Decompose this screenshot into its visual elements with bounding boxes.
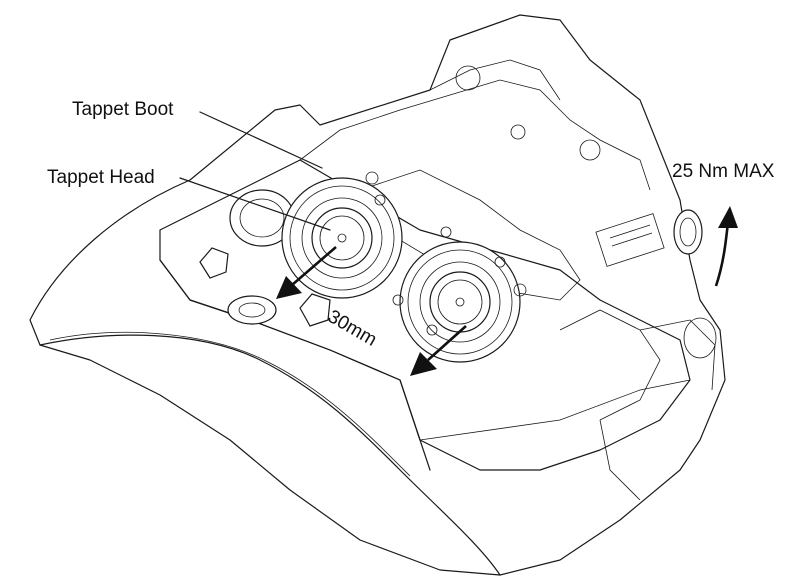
arrow-upper-tappet <box>276 246 337 299</box>
leader-tappet-boot <box>199 111 323 169</box>
label-torque: 25 Nm MAX <box>672 161 775 182</box>
arrow-lower-tappet <box>410 325 467 376</box>
label-tappet-boot: Tappet Boot <box>72 99 174 120</box>
tappet-upper <box>281 177 403 299</box>
caliper-housing-outline <box>29 14 726 576</box>
torque-arrow <box>714 206 738 287</box>
leader-tappet-head <box>179 177 331 231</box>
caliper-lower-curve <box>39 334 501 576</box>
tappet-lower <box>399 241 521 363</box>
label-tappet-head: Tappet Head <box>47 167 155 188</box>
